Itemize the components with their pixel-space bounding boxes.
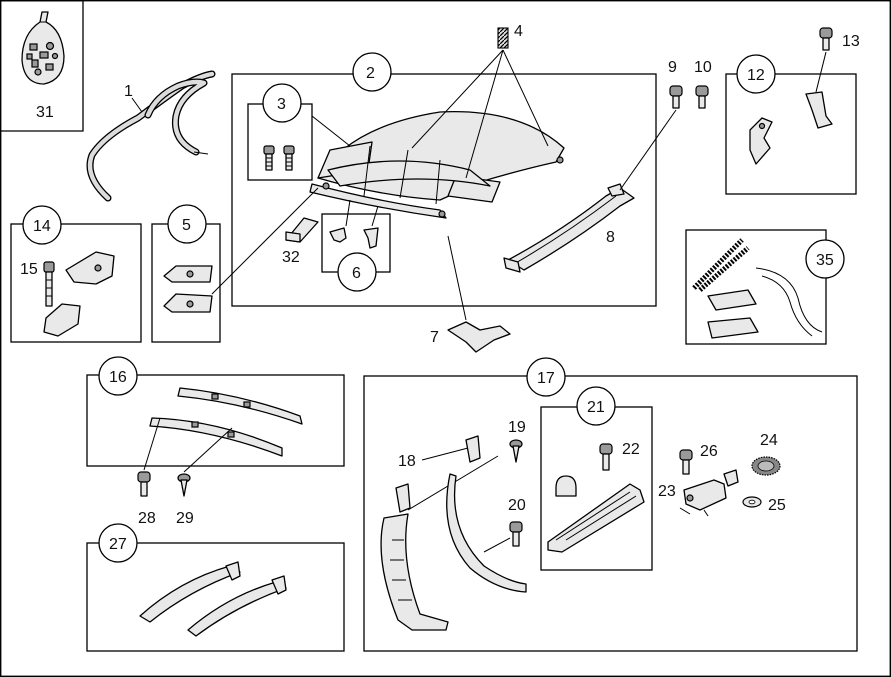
part-12-frame bbox=[725, 73, 857, 195]
part-35-frame bbox=[685, 229, 827, 345]
callout-15: 15 bbox=[20, 261, 38, 278]
callout-1: 1 bbox=[124, 83, 133, 100]
callout-27: 27 bbox=[109, 536, 127, 553]
part-17-frame bbox=[363, 375, 858, 652]
part-32-bracket[interactable]: 32 bbox=[282, 217, 319, 266]
part-7-bracket[interactable]: 7 bbox=[430, 235, 511, 353]
part-6-group[interactable]: 6 bbox=[321, 199, 391, 292]
part-14-frame bbox=[10, 223, 142, 343]
part-13-bolt[interactable]: 13 bbox=[815, 27, 860, 93]
callout-21: 21 bbox=[587, 399, 605, 416]
callout-26: 26 bbox=[700, 443, 718, 460]
part-8-rail[interactable]: 8 bbox=[503, 183, 635, 273]
callout-16: 16 bbox=[109, 369, 127, 386]
part-31-frame bbox=[0, 0, 84, 132]
part-3-group[interactable]: 3 bbox=[247, 83, 351, 181]
part-2-group[interactable]: 2 3 bbox=[231, 52, 657, 307]
callout-8: 8 bbox=[606, 229, 615, 246]
callout-12: 12 bbox=[747, 67, 765, 84]
part-3-bolts bbox=[263, 145, 295, 171]
callout-32: 32 bbox=[282, 249, 300, 266]
part-28-bolt[interactable]: 28 bbox=[137, 417, 161, 527]
part-1-bow[interactable]: 1 bbox=[86, 70, 216, 202]
part-29-screw[interactable]: 29 bbox=[176, 427, 233, 527]
callout-25: 25 bbox=[768, 497, 786, 514]
part-10-bolt[interactable]: 10 bbox=[694, 59, 712, 109]
callout-6: 6 bbox=[352, 265, 361, 282]
part-12-group[interactable]: 12 bbox=[725, 54, 857, 195]
part-31-bag bbox=[21, 11, 65, 85]
callout-3: 3 bbox=[277, 96, 286, 113]
part-27-frame bbox=[86, 542, 345, 652]
callout-18: 18 bbox=[398, 453, 416, 470]
callout-20: 20 bbox=[508, 497, 526, 514]
callout-24: 24 bbox=[760, 432, 778, 449]
part-17-group[interactable]: 17 18 19 20 21 22 bbox=[363, 357, 858, 652]
part-4-spring[interactable]: 4 bbox=[411, 23, 549, 179]
callout-31: 31 bbox=[36, 104, 54, 121]
callout-22: 22 bbox=[622, 441, 640, 458]
part-27-group[interactable]: 27 bbox=[86, 523, 345, 652]
part-35-group[interactable]: 35 bbox=[685, 229, 845, 345]
callout-14: 14 bbox=[33, 218, 51, 235]
callout-5: 5 bbox=[182, 217, 191, 234]
callout-19: 19 bbox=[508, 419, 526, 436]
callout-10: 10 bbox=[694, 59, 712, 76]
callout-35: 35 bbox=[816, 252, 834, 269]
callout-9: 9 bbox=[668, 59, 677, 76]
part-9-bolt[interactable]: 9 bbox=[619, 59, 683, 191]
callout-28: 28 bbox=[138, 510, 156, 527]
callout-13: 13 bbox=[842, 33, 860, 50]
callout-23: 23 bbox=[658, 483, 676, 500]
part-16-group[interactable]: 16 bbox=[86, 356, 345, 467]
part-2-frame bbox=[231, 73, 657, 307]
part-5-group[interactable]: 5 bbox=[151, 187, 319, 343]
roof-panel bbox=[309, 110, 565, 219]
callout-4: 4 bbox=[514, 23, 523, 40]
part-16-frame bbox=[86, 374, 345, 467]
callout-17: 17 bbox=[537, 370, 555, 387]
callout-7: 7 bbox=[430, 329, 439, 346]
callout-2: 2 bbox=[366, 65, 375, 82]
part-31-group[interactable]: 31 bbox=[0, 0, 84, 132]
part-14-group[interactable]: 14 15 bbox=[10, 205, 142, 343]
callout-29: 29 bbox=[176, 510, 194, 527]
part-21-group[interactable]: 21 22 bbox=[540, 386, 653, 571]
